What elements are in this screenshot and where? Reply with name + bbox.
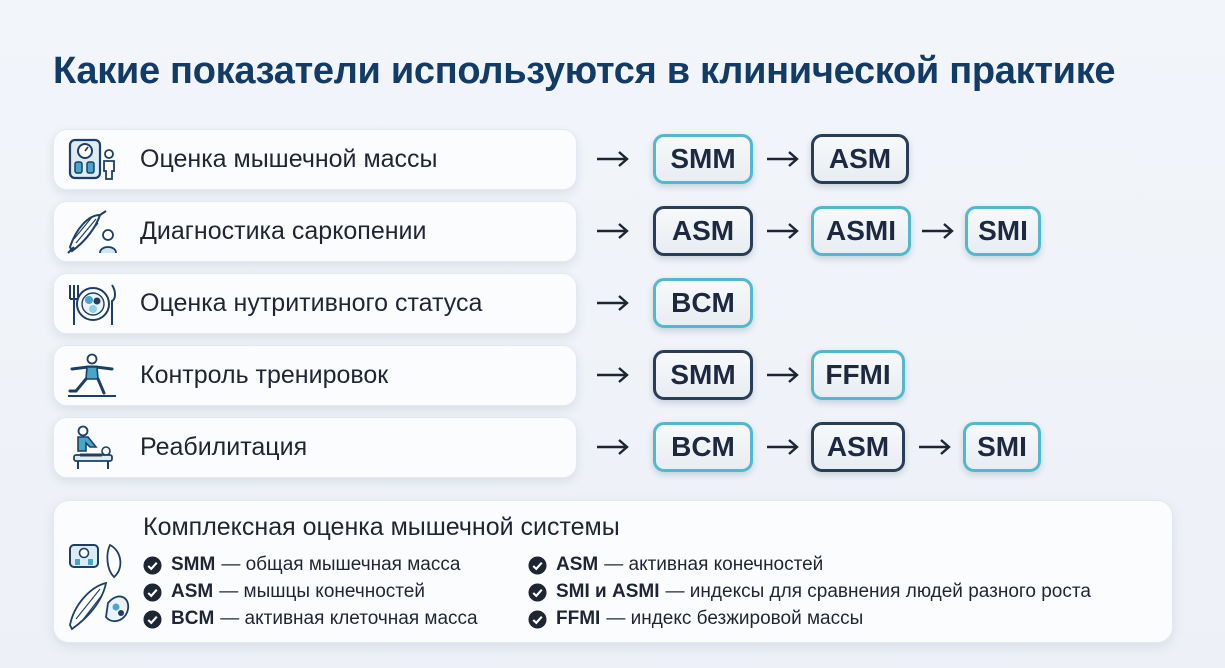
list-item: ASM — мышцы конечностей <box>143 581 425 603</box>
item-term: ASM <box>556 554 599 575</box>
arrow-icon <box>595 365 631 385</box>
metric-chip: FFMI <box>811 350 905 400</box>
metric-chip: SMM <box>653 134 753 184</box>
plate-utensils-icon <box>66 280 118 328</box>
arrow-icon <box>765 221 801 241</box>
check-circle-icon <box>143 582 162 602</box>
list-item: BCM — активная клеточная масса <box>143 608 478 630</box>
metric-chip: ASM <box>811 422 905 472</box>
item-desc: — индекс безжировой массы <box>606 608 864 629</box>
list-item: ASM — активная конечностей <box>528 554 823 576</box>
metric-chip: BCM <box>653 422 753 472</box>
muscle-scale-icon <box>66 541 132 636</box>
metric-chip: ASM <box>653 206 753 256</box>
arrow-icon <box>765 437 801 457</box>
item-desc: — индексы для сравнения людей разного ро… <box>665 581 1091 602</box>
metric-chip: ASMI <box>811 206 911 256</box>
arrow-icon <box>765 365 801 385</box>
row-card-nutrition: Оценка нутритивного статуса <box>53 273 577 334</box>
item-term: BCM <box>171 608 215 629</box>
metric-chip: SMI <box>963 422 1041 472</box>
summary-title: Комплексная оценка мышечной системы <box>143 513 620 541</box>
row-card-sarcopenia: Диагностика саркопении <box>53 201 577 262</box>
exercise-person-icon <box>66 352 118 400</box>
item-term: FFMI <box>556 608 601 629</box>
item-desc: — общая мышечная масса <box>221 554 461 575</box>
check-circle-icon <box>143 555 162 575</box>
metric-chip: SMI <box>965 206 1041 256</box>
list-item: SMI и ASMI — индексы для сравнения людей… <box>528 581 1091 603</box>
row-label: Контроль тренировок <box>140 361 389 389</box>
summary-panel: Комплексная оценка мышечной системы SMM … <box>53 500 1173 643</box>
item-term: SMI и ASMI <box>556 581 660 602</box>
row-card-muscle-mass: Оценка мышечной массы <box>53 129 577 190</box>
muscle-elderly-icon <box>66 208 118 256</box>
arrow-icon <box>595 293 631 313</box>
row-label: Реабилитация <box>140 433 308 461</box>
check-circle-icon <box>528 582 547 602</box>
item-desc: — мышцы конечностей <box>219 581 425 602</box>
metric-chip: ASM <box>811 134 909 184</box>
arrow-icon <box>920 221 956 241</box>
row-card-training: Контроль тренировок <box>53 345 577 406</box>
rehab-massage-icon <box>66 424 118 472</box>
row-label: Оценка нутритивного статуса <box>140 289 483 317</box>
metric-chip: SMM <box>653 350 753 400</box>
row-card-rehabilitation: Реабилитация <box>53 417 577 478</box>
list-item: SMM — общая мышечная масса <box>143 554 460 576</box>
item-term: ASM <box>171 581 214 602</box>
metric-chip: BCM <box>653 278 753 328</box>
arrow-icon <box>595 149 631 169</box>
arrow-icon <box>917 437 953 457</box>
arrow-icon <box>595 437 631 457</box>
list-item: FFMI — индекс безжировой массы <box>528 608 863 630</box>
page-title: Какие показатели используются в клиничес… <box>53 50 1116 92</box>
item-desc: — активная конечностей <box>604 554 824 575</box>
item-desc: — активная клеточная масса <box>220 608 478 629</box>
item-term: SMM <box>171 554 216 575</box>
arrow-icon <box>595 221 631 241</box>
check-circle-icon <box>143 609 162 629</box>
arrow-icon <box>765 149 801 169</box>
row-label: Диагностика саркопении <box>140 217 427 245</box>
check-circle-icon <box>528 555 547 575</box>
row-label: Оценка мышечной массы <box>140 145 438 173</box>
check-circle-icon <box>528 609 547 629</box>
scale-person-icon <box>66 136 118 184</box>
